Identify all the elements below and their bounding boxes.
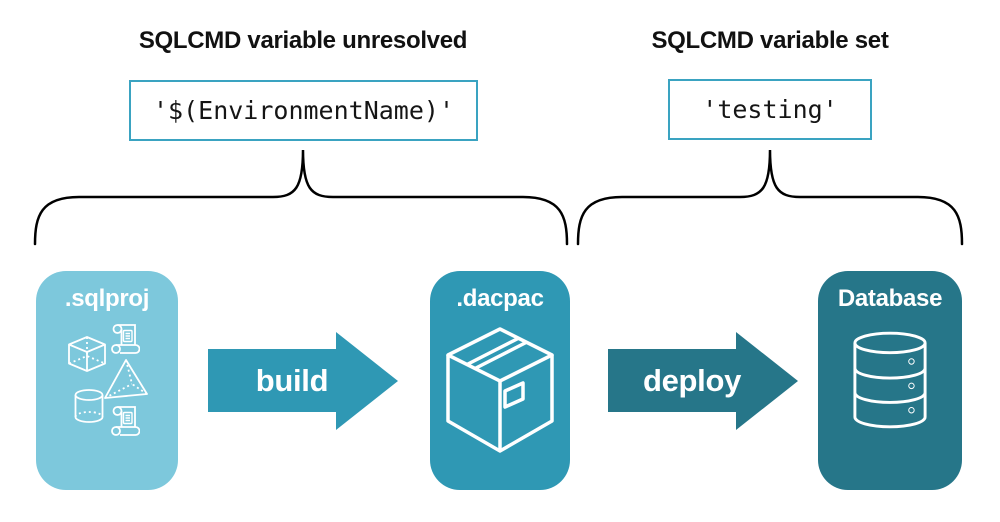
build-arrow: build [208, 332, 398, 430]
card-database: Database [818, 271, 962, 490]
brace-right-icon [576, 149, 964, 246]
pyramid-icon [104, 359, 148, 399]
build-arrow-label: build [255, 362, 329, 398]
heading-variable-set: SQLCMD variable set [651, 27, 889, 54]
card-dacpac: .dacpac [430, 271, 570, 490]
codebox-testing-value: 'testing' [668, 79, 872, 140]
arrow-right-icon [608, 332, 798, 430]
card-sqlproj: .sqlproj [36, 271, 178, 490]
card-sqlproj-label: .sqlproj [64, 285, 150, 312]
arrow-right-icon [208, 332, 398, 430]
card-dacpac-label: .dacpac [456, 285, 544, 312]
script-icon [111, 406, 140, 436]
script-icon [111, 324, 140, 354]
deploy-arrow: deploy [608, 332, 798, 430]
code-testing-value: 'testing' [702, 95, 838, 124]
cube-icon [68, 336, 106, 372]
code-environment-variable: '$(EnvironmentName)' [152, 96, 455, 125]
card-database-label: Database [837, 285, 943, 312]
package-box-icon [446, 327, 554, 453]
heading-variable-unresolved: SQLCMD variable unresolved [138, 27, 468, 54]
brace-left-icon [33, 149, 569, 246]
codebox-environment-variable: '$(EnvironmentName)' [129, 80, 478, 141]
cylinder-icon [74, 389, 104, 423]
deploy-arrow-label: deploy [642, 362, 742, 398]
database-icon [853, 331, 927, 429]
